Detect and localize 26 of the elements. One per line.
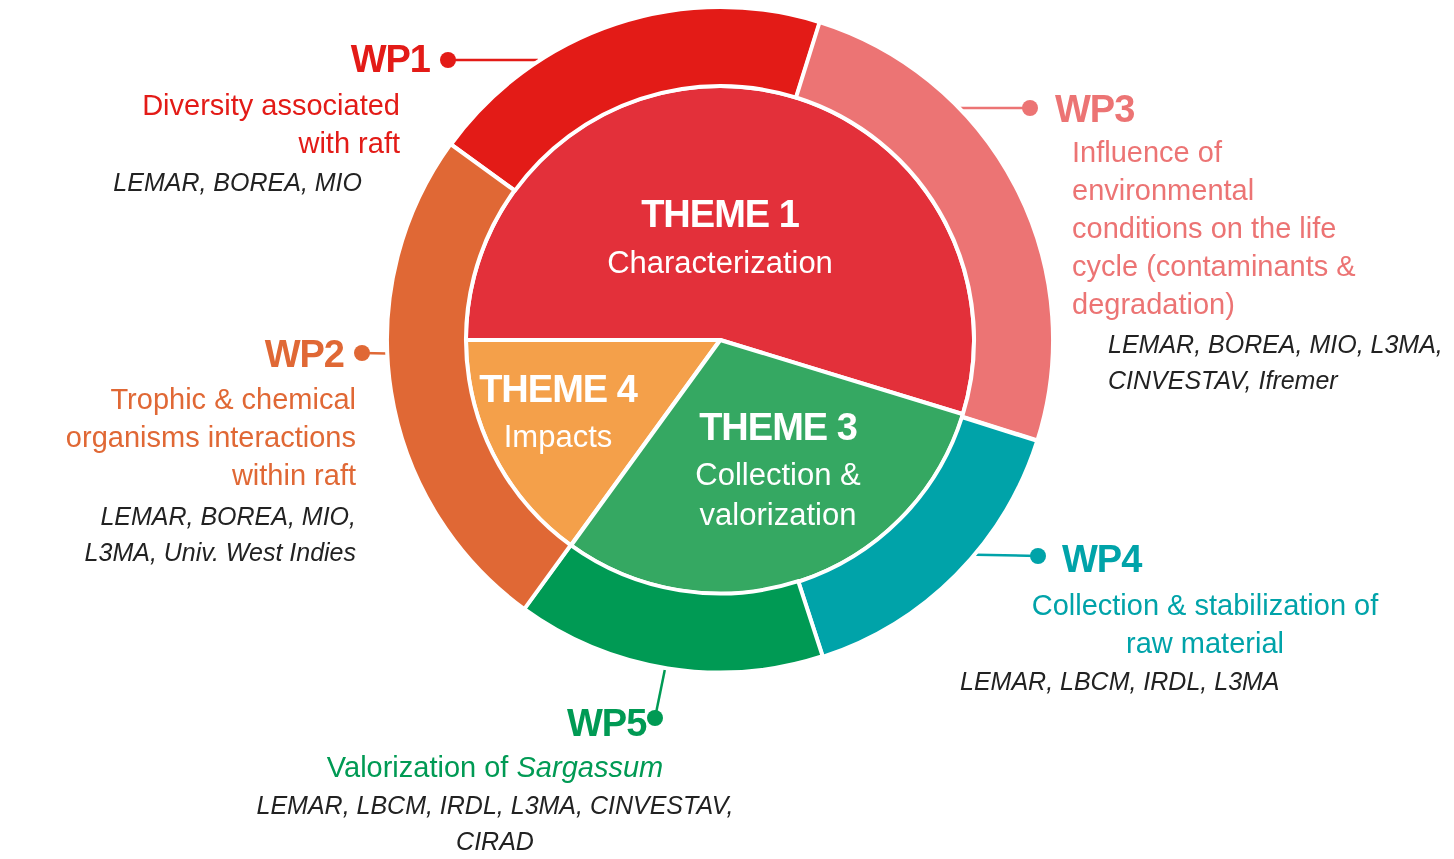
leader-line	[647, 669, 667, 726]
leader-line	[440, 52, 539, 68]
wp-heading: WP1	[349, 38, 430, 80]
theme-subtitle: Characterization	[606, 244, 834, 282]
partner-list: LEMAR, BOREA, MIO, L3MA, Univ. West Indies	[78, 498, 356, 570]
leader-line	[354, 345, 387, 361]
partner-list: LEMAR, LBCM, IRDL, L3MA	[960, 663, 1340, 699]
theme-subtitle: Collection & valorization	[694, 456, 862, 534]
description-text: Trophic & chemical organisms interactions within raft	[64, 382, 356, 493]
leader-line	[975, 548, 1046, 564]
wp-heading: WP3	[1055, 88, 1136, 130]
description-text: Collection & stabilization of raw material	[1030, 588, 1380, 661]
partner-list: LEMAR, BOREA, MIO	[90, 164, 362, 200]
theme-subtitle: Impacts	[502, 418, 614, 456]
partner-list: LEMAR, LBCM, IRDL, L3MA, CINVESTAV, CIRAD	[225, 787, 765, 859]
theme-heading: THEME 1	[640, 193, 800, 235]
leader-line	[960, 100, 1038, 116]
wp-heading: WP2	[263, 333, 344, 375]
partner-list: LEMAR, BOREA, MIO, L3MA, CINVESTAV, Ifremer	[1108, 326, 1454, 398]
wp-heading: WP5	[567, 702, 648, 744]
theme-heading: THEME 4	[478, 368, 639, 410]
description-text: Influence of environmental conditions on the life cycle (contaminants & degradation)	[1072, 135, 1357, 322]
theme-heading: THEME 3	[698, 406, 858, 448]
description-text: Valorization of Sargassum	[325, 750, 665, 785]
description-text: Diversity associated with raft	[141, 88, 400, 161]
wp-heading: WP4	[1062, 538, 1144, 580]
